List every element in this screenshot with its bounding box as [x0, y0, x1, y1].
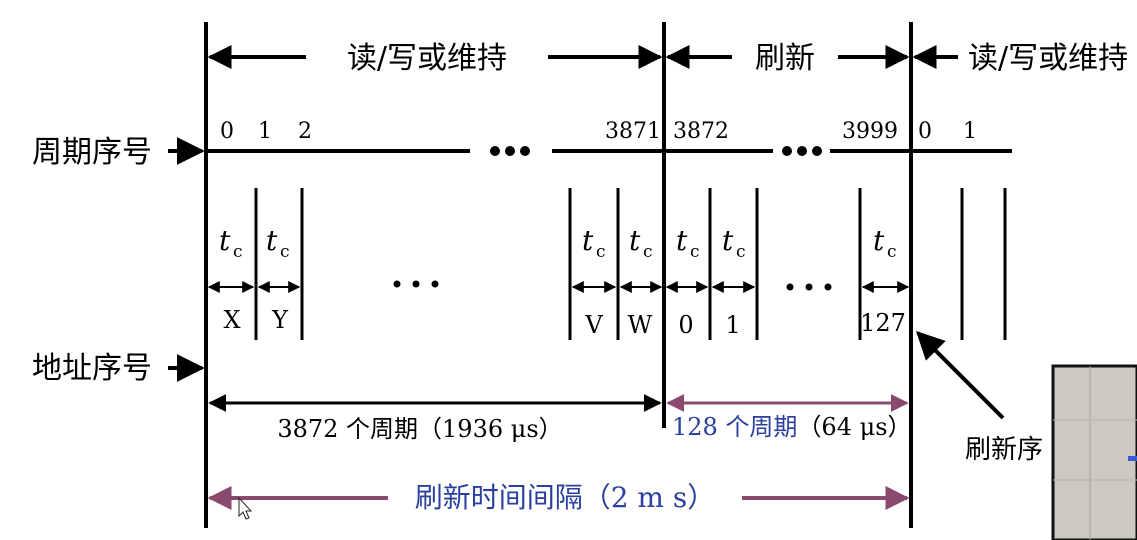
- address-label: W: [628, 311, 653, 339]
- cycle-number: 0: [220, 119, 234, 144]
- ellipsis-dot: [393, 280, 401, 288]
- cycle-number: 1: [963, 119, 977, 144]
- address-label: 1: [725, 311, 740, 339]
- tc-label: t c: [266, 224, 290, 262]
- tc-label: t c: [722, 224, 746, 262]
- ellipsis-dot: [782, 146, 792, 156]
- cycle-number: 3872: [673, 119, 729, 144]
- rw-cycles-label: 3872 个周期（1936 μs）: [277, 415, 562, 443]
- cycle-number-label: 周期序号: [32, 135, 152, 170]
- cycle-number: 2: [298, 119, 312, 144]
- address-label: 0: [678, 311, 693, 339]
- ellipsis-dot: [490, 146, 500, 156]
- address-label: V: [584, 311, 603, 339]
- address-label: 127: [860, 309, 906, 337]
- tc-sub: c: [233, 242, 243, 262]
- ellipsis-dot: [431, 280, 439, 288]
- ellipsis-dot: [786, 283, 794, 291]
- refresh-cycles-label: 128 个周期（64 μs）: [672, 413, 912, 441]
- address-label: X: [223, 306, 240, 334]
- tc-t: t: [722, 224, 734, 257]
- tc-sub: c: [887, 242, 897, 262]
- cycle-number: 1: [258, 119, 272, 144]
- tc-t: t: [629, 224, 641, 257]
- tc-label: t c: [629, 224, 653, 262]
- cycle-number: 3871: [605, 119, 661, 144]
- phase-label-refresh: 刷新: [755, 41, 815, 76]
- tc-t: t: [582, 224, 594, 257]
- tc-sub: c: [280, 242, 290, 262]
- tc-label: t c: [582, 224, 606, 262]
- tc-sub: c: [643, 242, 653, 262]
- refresh-cycles-time: （64 μs）: [797, 413, 911, 441]
- ellipsis-dot: [797, 146, 807, 156]
- phase-label-rw-right: 读/写或维持: [968, 41, 1128, 76]
- tc-t: t: [266, 224, 278, 257]
- mouse-cursor-icon: [238, 496, 253, 520]
- tc-label: t c: [873, 224, 897, 262]
- phase-label-rw-left: 读/写或维持: [347, 41, 507, 76]
- ellipsis-dot: [812, 146, 822, 156]
- ellipsis-dot: [520, 146, 530, 156]
- refresh-cycles-num: 128 个周期: [672, 413, 797, 441]
- tc-sub: c: [736, 242, 746, 262]
- webcam-overlay: [1051, 364, 1137, 540]
- refresh-seq-pointer: [916, 331, 1005, 420]
- refresh-interval-label: 刷新时间间隔（2 m s）: [415, 481, 716, 514]
- tc-t: t: [873, 224, 885, 257]
- address-label: Y: [271, 306, 289, 334]
- tc-sub: c: [596, 242, 606, 262]
- refresh-seq-label: 刷新序: [965, 435, 1043, 465]
- tc-label: t c: [676, 224, 700, 262]
- tc-t: t: [219, 224, 231, 257]
- cycle-number: 3999: [842, 119, 898, 144]
- ellipsis-dot: [505, 146, 515, 156]
- ellipsis-dot: [824, 283, 832, 291]
- ellipsis-dot: [412, 280, 420, 288]
- tc-t: t: [676, 224, 688, 257]
- tc-sub: c: [690, 242, 700, 262]
- tc-label: t c: [219, 224, 243, 262]
- address-number-label: 地址序号: [32, 351, 152, 386]
- ellipsis-dot: [805, 283, 813, 291]
- cycle-number: 0: [918, 119, 932, 144]
